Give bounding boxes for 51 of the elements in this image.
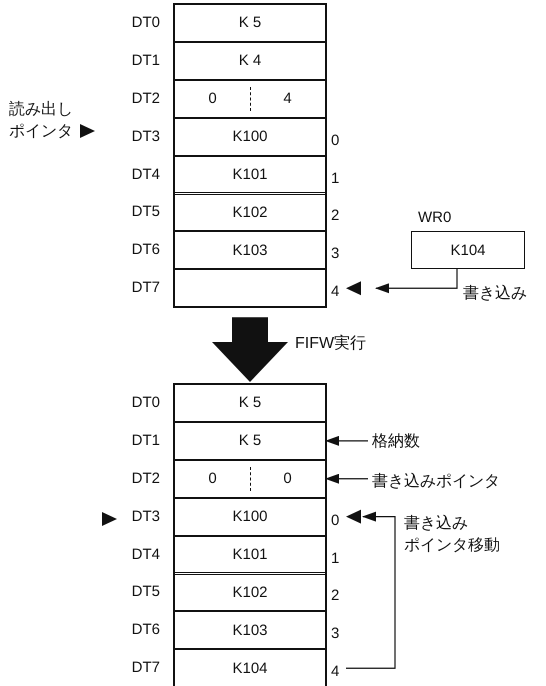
index-number: 2 — [331, 207, 340, 226]
arrow — [325, 474, 368, 484]
register-cell: K100 — [174, 118, 326, 156]
index-number: 4 — [331, 283, 340, 302]
register-label: DT5 — [132, 203, 160, 222]
register-label: DT0 — [132, 394, 160, 412]
register-label: DT6 — [132, 621, 160, 640]
register-label: DT1 — [132, 52, 160, 70]
index-number: 3 — [331, 625, 340, 644]
register-cell: K100 — [174, 498, 326, 536]
annotation-text: 格納数 — [372, 433, 420, 451]
edge-label: FIFW実行 — [295, 334, 366, 354]
annotation-text: 書き込みポインタ — [372, 473, 500, 491]
register-cell: K102 — [174, 194, 326, 232]
register-label: DT7 — [132, 279, 160, 298]
register-label: DT2 — [132, 90, 160, 108]
register-label: DT3 — [132, 508, 160, 526]
arrow — [346, 510, 396, 669]
register-cell: K101 — [174, 536, 326, 574]
register-label: DT5 — [132, 583, 160, 602]
block-arrow — [212, 317, 288, 382]
register-cell: K102 — [174, 574, 326, 612]
register-label: DT0 — [132, 14, 160, 32]
register-box: K104 — [411, 231, 525, 269]
annotation-text: 読み出しポインタ — [9, 100, 74, 142]
split-register-cell: 0 0 — [174, 460, 326, 498]
register-label: DT4 — [132, 546, 160, 564]
register-cell: K 5 — [174, 422, 326, 460]
split-register-cell: 0 4 — [174, 80, 326, 118]
register-label: DT3 — [132, 128, 160, 146]
register-label: DT2 — [132, 470, 160, 488]
edge-label: 書き込みポインタ移動 — [404, 514, 501, 556]
register-cell: K101 — [174, 156, 326, 194]
index-number: 1 — [331, 550, 340, 568]
index-number: 0 — [331, 132, 340, 150]
edge-label: 書き込み — [463, 284, 528, 304]
index-number: 1 — [331, 170, 340, 188]
register-label: DT7 — [132, 659, 160, 678]
arrow — [325, 436, 368, 446]
register-label: DT4 — [132, 166, 160, 184]
register-label: DT1 — [132, 432, 160, 450]
index-number: 2 — [331, 587, 340, 606]
register-name: WR0 — [418, 209, 452, 227]
register-cell: K 4 — [174, 42, 326, 80]
register-label: DT6 — [132, 241, 160, 260]
register-cell: K103 — [174, 611, 326, 650]
arrow — [346, 269, 458, 296]
index-number: 3 — [331, 245, 340, 264]
index-number: 0 — [331, 512, 340, 530]
register-cell: K103 — [174, 231, 326, 270]
index-number: 4 — [331, 663, 340, 682]
